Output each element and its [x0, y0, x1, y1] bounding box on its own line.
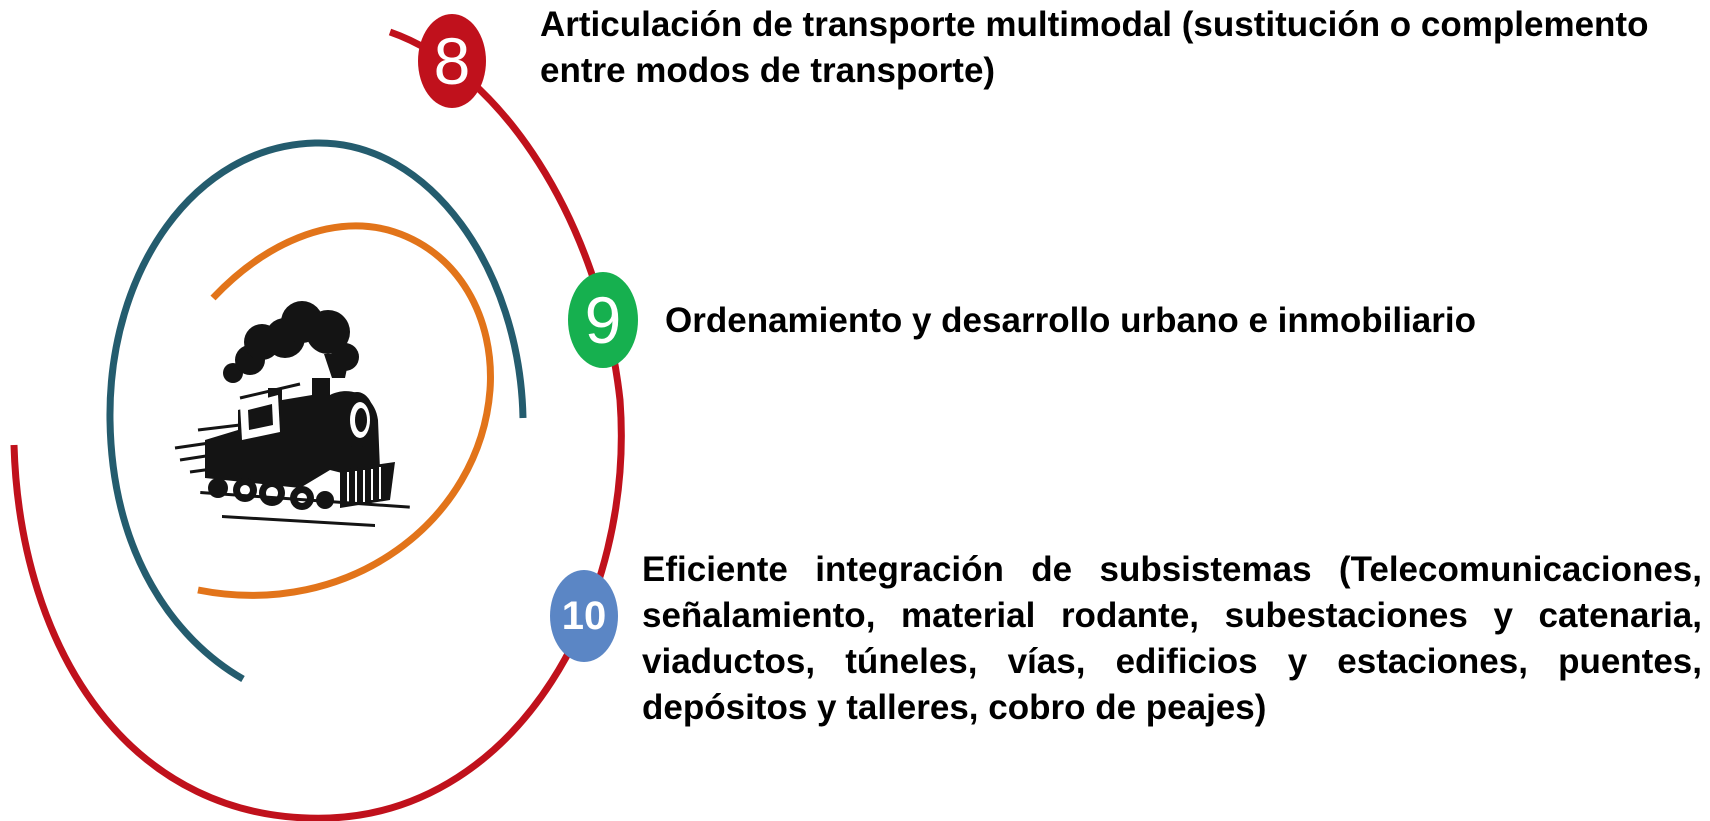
step-text-9: Ordenamiento y desarrollo urbano e inmob… [665, 301, 1476, 340]
boiler-core [355, 408, 367, 432]
orange-arc [197, 222, 494, 599]
steam-locomotive-icon [174, 301, 410, 527]
step-number-9: 9 [584, 283, 622, 357]
teal-arc [106, 139, 527, 683]
step-badge-10: 10 [550, 570, 618, 662]
step-badge-9: 9 [568, 272, 638, 368]
rail-line [200, 491, 410, 509]
locomotive-cab-window [248, 404, 273, 430]
smoke-puff [306, 310, 350, 354]
outer-red-arc [10, 28, 625, 821]
step-text-8: Articulación de transporte multimodal (s… [540, 5, 1649, 90]
step-badge-8: 8 [418, 14, 486, 108]
step-number-10: 10 [561, 593, 607, 638]
rail-shadow [222, 515, 375, 527]
cowcatcher [340, 462, 395, 508]
step-number-8: 8 [433, 24, 471, 98]
step-text-10: Eficiente integración de subsistemas (Te… [642, 550, 1702, 727]
cowcatcher-grille [347, 467, 381, 504]
chimney [324, 354, 350, 378]
locomotive-body [205, 378, 380, 488]
wheel [240, 485, 250, 495]
